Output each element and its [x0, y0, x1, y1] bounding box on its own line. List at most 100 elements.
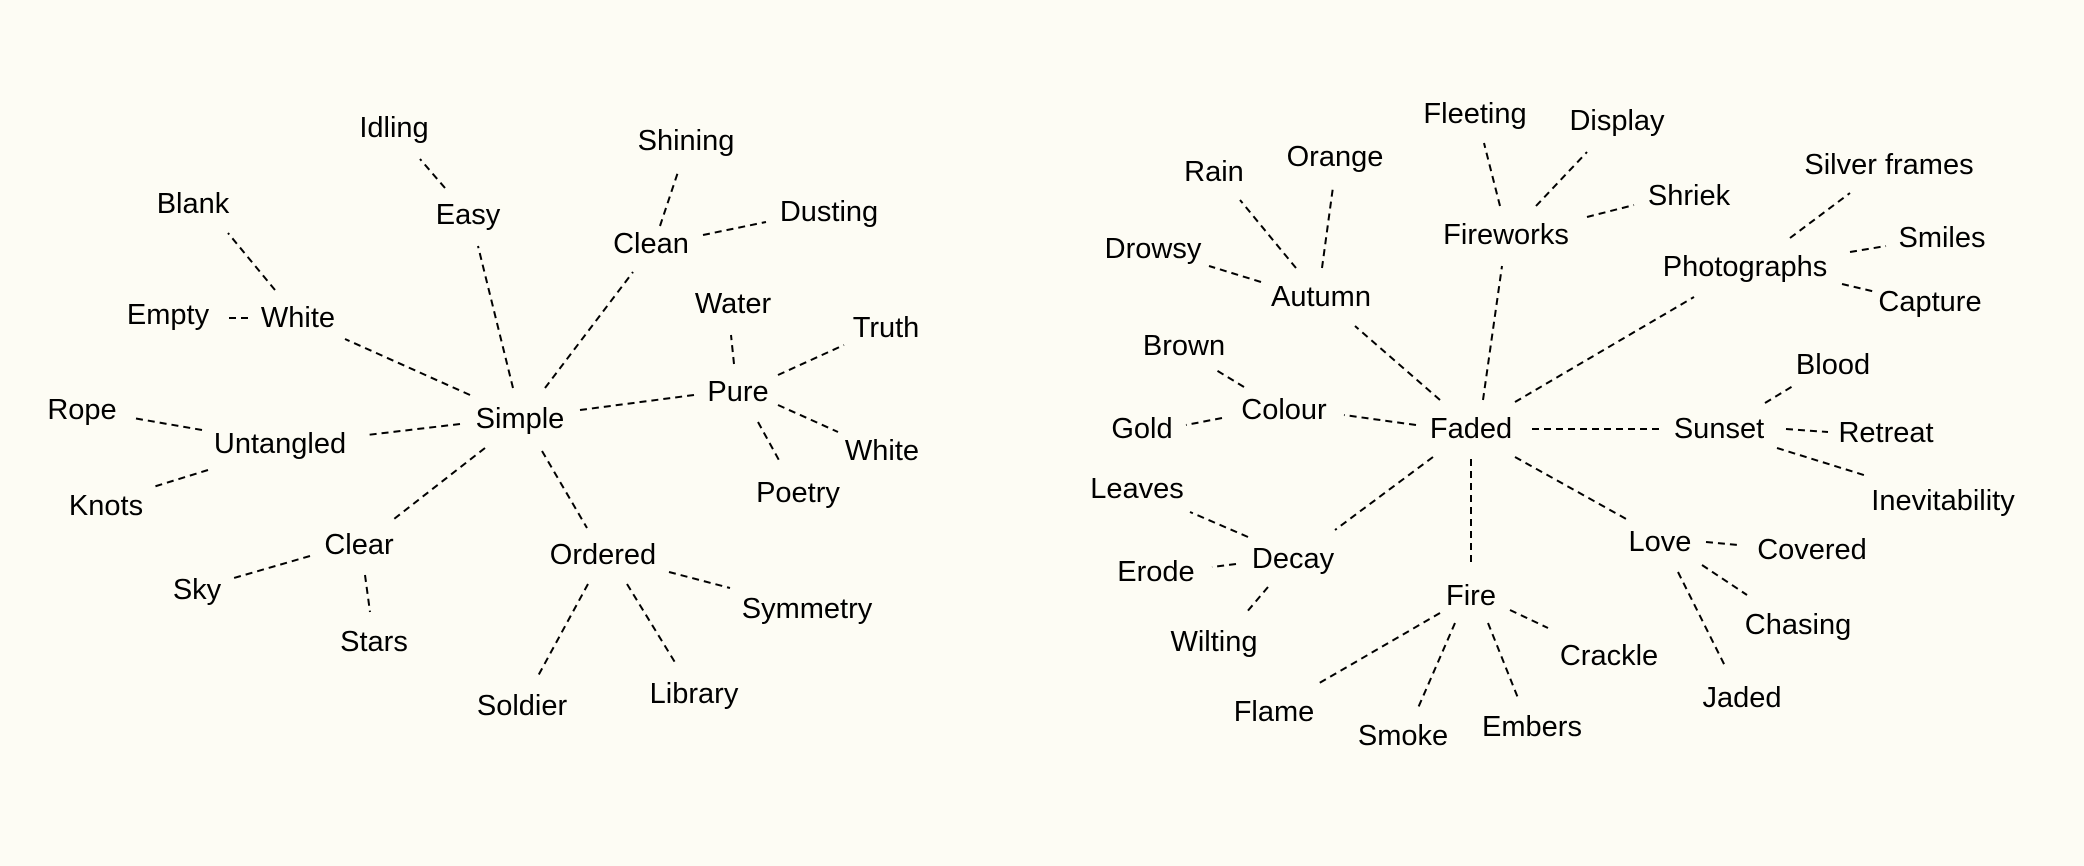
connector-simple-clear: [393, 447, 486, 520]
leaf-node-shining: Shining: [638, 125, 735, 157]
branch-node-pure: Pure: [707, 376, 768, 408]
connector-love-covered: [1705, 541, 1739, 546]
connector-faded-colour: [1343, 414, 1417, 426]
leaf-node-display: Display: [1569, 105, 1665, 137]
leaf-node-white: White: [845, 435, 919, 467]
branch-node-white: White: [261, 302, 335, 334]
connector-faded-autumn: [1354, 325, 1441, 401]
leaf-node-capture: Capture: [1878, 286, 1981, 318]
connector-faded-photographs: [1514, 296, 1695, 403]
connector-simple-easy: [477, 245, 514, 389]
branch-node-fire: Fire: [1446, 580, 1496, 612]
leaf-node-wilting: Wilting: [1170, 626, 1257, 658]
connector-decay-wilting: [1245, 586, 1269, 614]
leaf-node-smoke: Smoke: [1358, 720, 1448, 752]
leaf-node-knots: Knots: [69, 490, 143, 522]
leaf-node-library: Library: [650, 678, 739, 710]
leaf-node-truth: Truth: [853, 312, 920, 344]
connector-photographs-silver-frames: [1789, 192, 1851, 239]
leaf-node-poetry: Poetry: [756, 477, 840, 509]
branch-node-untangled: Untangled: [214, 428, 346, 460]
connector-autumn-drowsy: [1208, 265, 1262, 283]
branch-node-ordered: Ordered: [550, 539, 656, 571]
leaf-node-fleeting: Fleeting: [1423, 98, 1526, 130]
connector-ordered-symmetry: [668, 571, 731, 589]
leaf-node-symmetry: Symmetry: [742, 593, 873, 625]
connector-fire-flame: [1315, 612, 1441, 686]
leaf-node-erode: Erode: [1117, 556, 1194, 588]
leaf-node-rope: Rope: [47, 394, 116, 426]
connector-clean-dusting: [702, 221, 767, 236]
branch-node-decay: Decay: [1252, 543, 1335, 575]
leaf-node-chasing: Chasing: [1745, 609, 1851, 641]
connector-autumn-orange: [1321, 186, 1334, 269]
leaf-node-rain: Rain: [1184, 156, 1244, 188]
branch-node-autumn: Autumn: [1271, 281, 1371, 313]
connector-pure-water: [730, 334, 735, 365]
leaf-node-empty: Empty: [127, 299, 210, 331]
leaf-node-leaves: Leaves: [1090, 473, 1184, 505]
connector-fireworks-display: [1535, 151, 1588, 207]
connector-sunset-retreat: [1785, 428, 1829, 433]
connector-autumn-rain: [1239, 199, 1297, 269]
connector-decay-leaves: [1189, 511, 1249, 538]
connector-faded-fireworks: [1482, 265, 1503, 401]
leaf-node-orange: Orange: [1287, 141, 1384, 173]
branch-node-love: Love: [1629, 526, 1692, 558]
leaf-node-silver-frames: Silver frames: [1804, 149, 1973, 181]
connector-colour-brown: [1215, 369, 1245, 388]
leaf-node-brown: Brown: [1143, 330, 1225, 362]
connector-pure-poetry: [757, 421, 781, 463]
connector-ordered-library: [626, 583, 677, 665]
branch-node-clean: Clean: [613, 228, 689, 260]
leaf-node-blank: Blank: [157, 188, 230, 220]
connector-love-chasing: [1701, 564, 1748, 596]
leaf-node-shriek: Shriek: [1648, 180, 1731, 212]
leaf-node-drowsy: Drowsy: [1105, 233, 1202, 265]
connector-love-jaded: [1677, 571, 1727, 669]
leaf-node-dusting: Dusting: [780, 196, 878, 228]
connector-fire-embers: [1487, 622, 1519, 699]
connector-clean-shining: [659, 171, 679, 227]
leaf-node-blood: Blood: [1796, 349, 1870, 381]
connector-sunset-inevitability: [1776, 447, 1868, 477]
connector-easy-idling: [419, 158, 446, 189]
leaf-node-stars: Stars: [340, 626, 408, 658]
connector-photographs-smiles: [1849, 245, 1887, 253]
connector-fire-crackle: [1509, 609, 1549, 629]
connector-faded-decay: [1334, 456, 1434, 531]
leaf-node-jaded: Jaded: [1702, 682, 1781, 714]
leaf-node-smiles: Smiles: [1898, 222, 1985, 254]
connector-colour-gold: [1185, 417, 1223, 426]
connector-fireworks-shriek: [1586, 204, 1635, 218]
leaf-node-covered: Covered: [1757, 534, 1867, 566]
leaf-node-embers: Embers: [1482, 711, 1582, 743]
connector-decay-erode: [1211, 563, 1237, 568]
connector-fire-smoke: [1417, 622, 1456, 709]
connector-pure-white: [777, 404, 839, 433]
connector-sunset-blood: [1764, 385, 1794, 404]
leaf-node-soldier: Soldier: [477, 690, 568, 722]
leaf-node-retreat: Retreat: [1838, 417, 1933, 449]
center-node-faded: Faded: [1430, 413, 1512, 445]
connector-ordered-soldier: [537, 583, 589, 677]
branch-node-clear: Clear: [324, 529, 394, 561]
connector-simple-untangled: [366, 423, 461, 436]
leaf-node-water: Water: [695, 288, 772, 320]
branch-node-easy: Easy: [436, 199, 501, 231]
connector-fireworks-fleeting: [1483, 142, 1501, 207]
connector-untangled-knots: [152, 469, 209, 488]
branch-node-colour: Colour: [1241, 394, 1327, 426]
leaf-node-flame: Flame: [1234, 696, 1315, 728]
connector-pure-truth: [777, 344, 845, 376]
branch-node-photographs: Photographs: [1663, 251, 1827, 283]
connector-clear-sky: [233, 555, 311, 579]
connector-simple-ordered: [541, 450, 588, 529]
connector-simple-pure: [579, 394, 695, 411]
branch-node-sunset: Sunset: [1674, 413, 1764, 445]
leaf-node-crackle: Crackle: [1560, 640, 1658, 672]
leaf-node-idling: Idling: [359, 112, 428, 144]
connector-simple-white: [344, 338, 471, 396]
connector-lines: [132, 142, 1887, 709]
